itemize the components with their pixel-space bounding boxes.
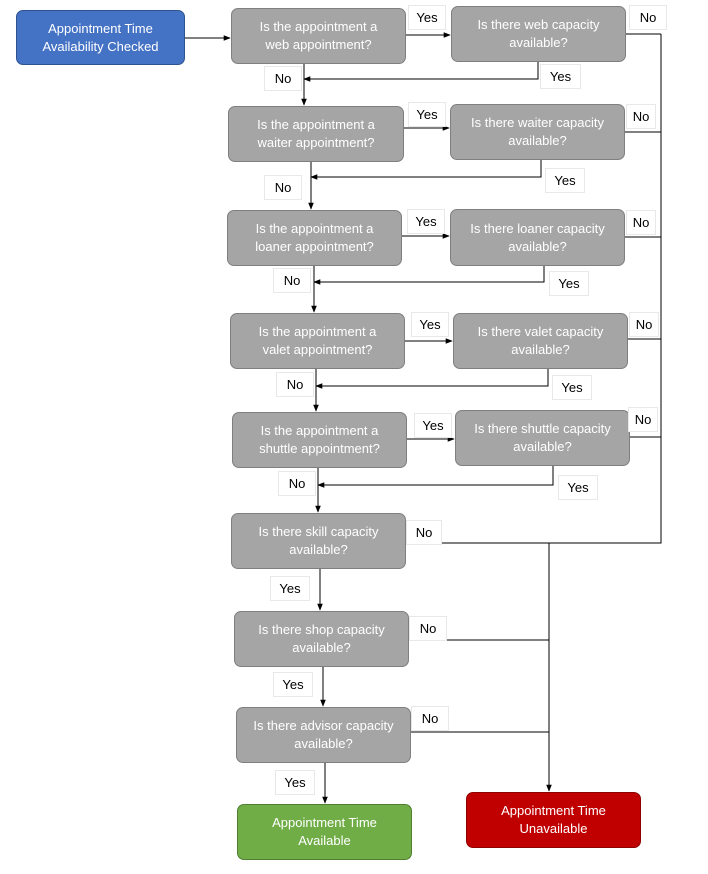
connector-valet-cap-yes [315, 369, 549, 389]
valet-appointment-decision: Is the appointment a valet appointment? [230, 313, 405, 369]
web-appointment-decision: Is the appointment a web appointment? [231, 8, 406, 64]
edge-label-no: No [409, 616, 447, 641]
edge-label-no: No [626, 210, 656, 235]
edge-label-yes: Yes [273, 672, 313, 697]
loaner-appointment-decision: Is the appointment a loaner appointment? [227, 210, 402, 266]
edge-label-no: No [411, 706, 449, 731]
connector-web-cap-yes [303, 62, 539, 82]
advisor-capacity-decision: Is there advisor capacity available? [236, 707, 411, 763]
waiter-appointment-decision: Is the appointment a waiter appointment? [228, 106, 404, 162]
edge-label-yes: Yes [408, 5, 446, 30]
edge-label-yes: Yes [407, 209, 445, 234]
skill-capacity-decision: Is there skill capacity available? [231, 513, 406, 569]
edge-label-no: No [278, 471, 316, 496]
edge-label-yes: Yes [411, 312, 449, 337]
edge-label-no: No [406, 520, 442, 545]
connector-loaner-cap-yes [313, 266, 545, 285]
edge-label-no: No [264, 175, 302, 200]
start-node: Appointment Time Availability Checked [16, 10, 185, 65]
edge-label-no: No [629, 5, 667, 30]
shuttle-appointment-decision: Is the appointment a shuttle appointment… [232, 412, 407, 468]
shop-capacity-decision: Is there shop capacity available? [234, 611, 409, 667]
edge-label-yes: Yes [540, 64, 581, 89]
edge-label-no: No [626, 104, 656, 129]
edge-label-no: No [628, 407, 658, 432]
edge-label-yes: Yes [275, 770, 315, 795]
connector-right-rail [406, 34, 662, 544]
edge-label-yes: Yes [549, 271, 589, 296]
waiter-capacity-decision: Is there waiter capacity available? [450, 104, 625, 160]
edge-label-no: No [273, 268, 311, 293]
available-terminal: Appointment Time Available [237, 804, 412, 860]
loaner-capacity-decision: Is there loaner capacity available? [450, 209, 625, 266]
edge-label-yes: Yes [408, 102, 446, 127]
valet-capacity-decision: Is there valet capacity available? [453, 313, 628, 369]
edge-label-yes: Yes [270, 576, 310, 601]
edge-label-yes: Yes [558, 475, 598, 500]
edge-label-no: No [276, 372, 314, 397]
edge-label-yes: Yes [552, 375, 592, 400]
edge-label-yes: Yes [414, 413, 452, 438]
edge-label-yes: Yes [545, 168, 585, 193]
unavailable-terminal: Appointment Time Unavailable [466, 792, 641, 848]
shuttle-capacity-decision: Is there shuttle capacity available? [455, 410, 630, 466]
edge-label-no: No [264, 66, 302, 91]
edge-label-no: No [629, 312, 659, 337]
web-capacity-decision: Is there web capacity available? [451, 6, 626, 62]
connector-shuttle-cap-yes [317, 466, 554, 488]
connector-waiter-cap-yes [310, 160, 542, 180]
